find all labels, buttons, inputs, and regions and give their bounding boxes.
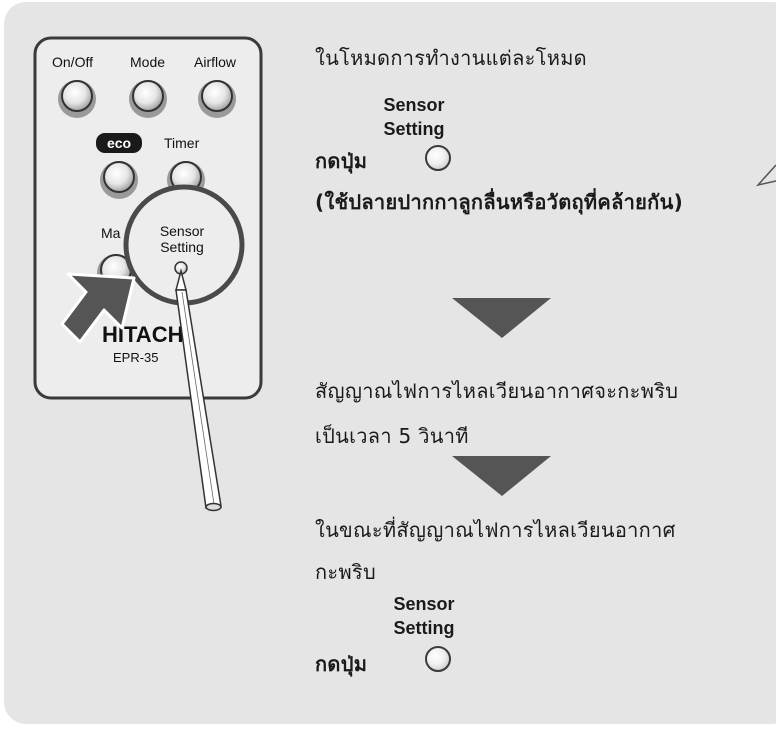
mode-button[interactable] (129, 80, 167, 118)
down-arrow-icon-2 (452, 456, 551, 496)
on-off-button[interactable] (58, 80, 96, 118)
sensor-line: Sensor (393, 594, 455, 614)
press-label-2: กดปุ่ม (315, 652, 368, 676)
sensor-setting-label-2: Sensor Setting (378, 592, 470, 640)
intro-text: ในโหมดการทำงานแต่ละโหมด (315, 46, 587, 70)
tool-note: (ใช้ปลายปากกาลูกลื่นหรือวัตถุที่คล้ายกัน… (315, 190, 684, 214)
pen-icon (175, 268, 222, 512)
magnified-sensor-label: Sensor (160, 223, 205, 239)
sensor-setting-button-icon-2[interactable] (425, 646, 451, 672)
max-label: Ma (101, 225, 121, 241)
magnified-setting-label: Setting (160, 239, 204, 255)
eco-badge (96, 133, 142, 153)
model-label: EPR-35 (113, 350, 159, 365)
brand-logo: HITACH (102, 322, 183, 347)
sensor-setting-button-icon-1[interactable] (425, 145, 451, 171)
while-text-line1: ในขณะที่สัญญาณไฟการไหลเวียนอากาศ (315, 518, 676, 542)
eco-label: eco (107, 135, 131, 151)
airflow-button[interactable] (198, 80, 236, 118)
result-text-line1: สัญญาณไฟการไหลเวียนอากาศจะกะพริบ (315, 379, 679, 403)
mode-label: Mode (130, 54, 165, 70)
result-text-line2: เป็นเวลา 5 วินาที (315, 424, 469, 448)
on-off-label: On/Off (52, 54, 93, 70)
callout-lines (755, 164, 776, 187)
press-label-1: กดปุ่ม (315, 149, 368, 173)
eco-button[interactable] (100, 161, 138, 199)
setting-line: Setting (393, 618, 455, 638)
sensor-line: Sensor (383, 95, 445, 115)
timer-label: Timer (164, 135, 200, 151)
pointer-arrow-icon (60, 272, 136, 344)
airflow-label: Airflow (194, 54, 237, 70)
while-text-line2: กะพริบ (315, 560, 376, 584)
down-arrow-icon-1 (452, 298, 551, 338)
setting-line: Setting (383, 119, 445, 139)
sensor-setting-label-1: Sensor Setting (368, 93, 460, 141)
